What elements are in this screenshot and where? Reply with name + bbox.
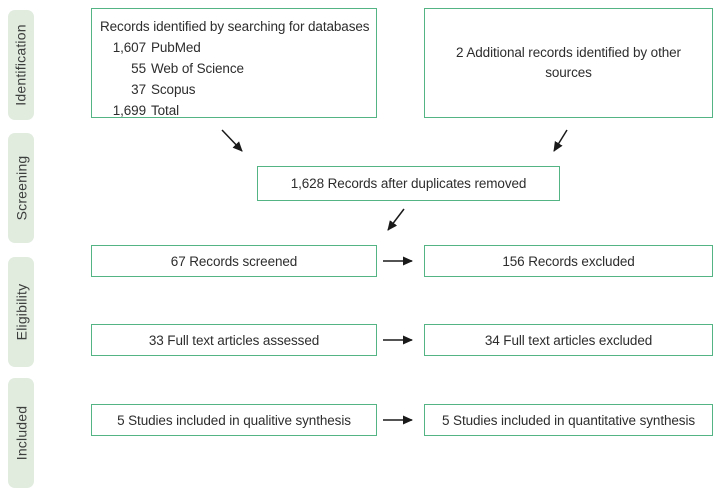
qualitative-synthesis-box: 5 Studies included in qualitive synthesi… — [91, 404, 377, 436]
stage-included: Included — [8, 378, 34, 488]
quantitative-synthesis-text: 5 Studies included in quantitative synth… — [441, 412, 695, 428]
arrow-additional-to-duplicates-icon — [553, 129, 568, 152]
fulltext-excluded-text: 34 Full text articles excluded — [484, 332, 653, 348]
duplicates-removed-box: 1,628 Records after duplicates removed — [257, 166, 560, 201]
qualitative-synthesis-text: 5 Studies included in qualitive synthesi… — [117, 412, 351, 428]
pubmed-label: PubMed — [151, 40, 201, 55]
records-excluded-text: 156 Records excluded — [502, 253, 635, 269]
stage-screening: Screening — [8, 133, 34, 243]
database-row-pubmed: 1,607 PubMed — [100, 37, 370, 58]
duplicates-removed-text: 1,628 Records after duplicates removed — [290, 176, 527, 191]
quantitative-synthesis-box: 5 Studies included in quantitative synth… — [424, 404, 713, 436]
additional-records-text: 2 Additional records identified by other… — [456, 45, 681, 80]
database-row-total: 1,699 Total — [100, 100, 370, 121]
arrow-identified-to-duplicates-icon — [221, 129, 243, 152]
stage-identification-label: Identification — [13, 24, 30, 106]
stage-screening-label: Screening — [13, 155, 29, 221]
stage-included-label: Included — [13, 405, 29, 461]
records-screened-box: 67 Records screened — [91, 245, 377, 277]
database-row-web-of-science: 55 Web of Science — [100, 58, 370, 79]
scopus-label: Scopus — [151, 82, 196, 97]
records-screened-text: 67 Records screened — [170, 253, 298, 269]
records-identified-title: Records identified by searching for data… — [100, 19, 370, 34]
arrow-duplicates-to-screened-icon — [387, 208, 405, 231]
web-of-science-label: Web of Science — [151, 61, 244, 76]
web-of-science-count: 55 — [131, 61, 146, 76]
scopus-count: 37 — [131, 82, 146, 97]
fulltext-excluded-box: 34 Full text articles excluded — [424, 324, 713, 356]
fulltext-assessed-text: 33 Full text articles assessed — [148, 332, 320, 348]
stage-eligibility-label: Eligibility — [13, 283, 30, 341]
records-excluded-box: 156 Records excluded — [424, 245, 713, 277]
fulltext-assessed-box: 33 Full text articles assessed — [91, 324, 377, 356]
records-identified-box: Records identified by searching for data… — [91, 8, 377, 118]
total-label: Total — [151, 103, 180, 118]
stage-identification: Identification — [8, 10, 34, 120]
database-row-scopus: 37 Scopus — [100, 79, 370, 100]
stage-eligibility: Eligibility — [8, 257, 34, 367]
total-count: 1,699 — [112, 103, 146, 118]
pubmed-count: 1,607 — [112, 40, 146, 55]
additional-records-box: 2 Additional records identified by other… — [424, 8, 713, 118]
